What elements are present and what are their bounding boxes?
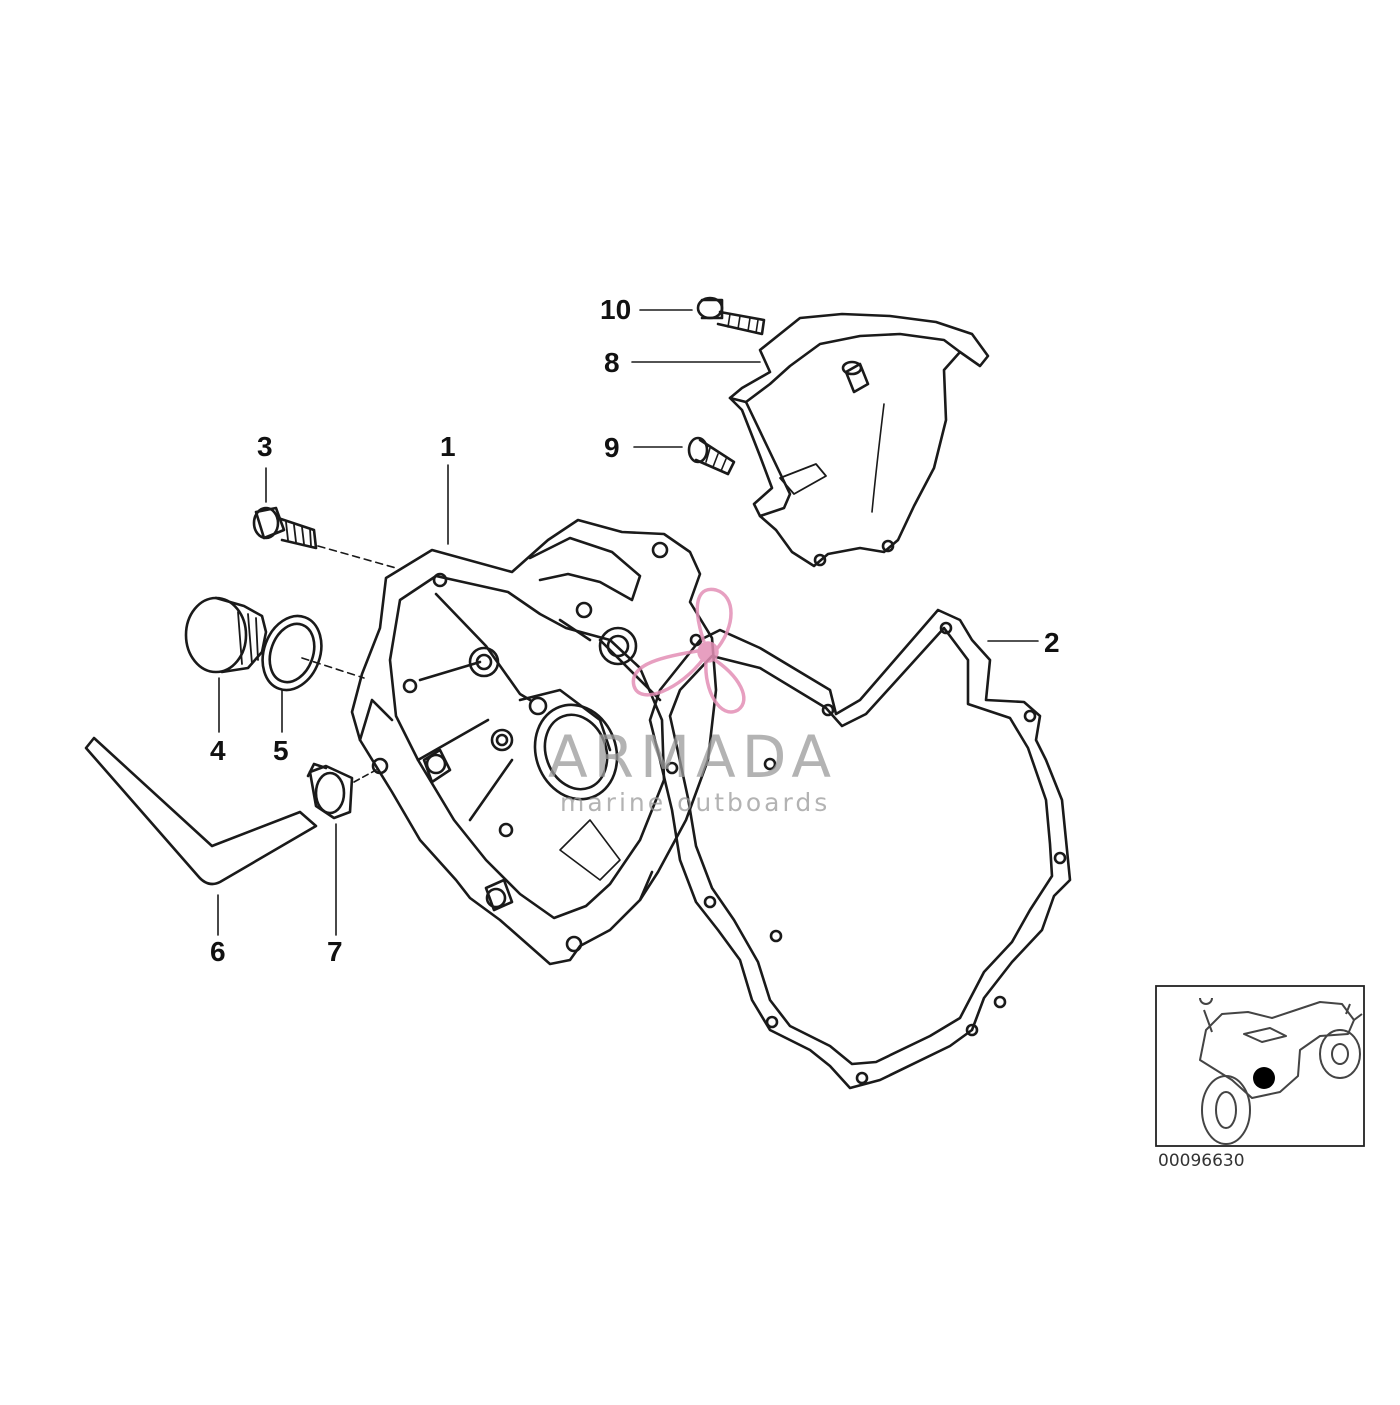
- part-9-screw: [687, 436, 736, 476]
- motorcycle-locator-icon: [1199, 997, 1363, 1145]
- locator-marker: [1253, 1067, 1275, 1089]
- callout-1: 1: [440, 431, 456, 462]
- callout-7: 7: [327, 936, 343, 967]
- part-1-housing-cover: [350, 518, 718, 966]
- part-8-guard: [728, 312, 990, 568]
- callout-9: 9: [604, 432, 620, 463]
- part-3-bolt: [252, 506, 318, 550]
- watermark-tagline: marine outboards: [560, 788, 831, 817]
- callout-4: 4: [210, 735, 226, 766]
- part-5-o-ring: [261, 614, 323, 692]
- part-10-screw: [696, 296, 766, 336]
- callout-8: 8: [604, 347, 620, 378]
- diagram-number: 00096630: [1158, 1151, 1245, 1171]
- part-2-gasket: [648, 608, 1072, 1090]
- leader-lines: [217, 309, 1039, 936]
- callout-3: 3: [257, 431, 273, 462]
- watermark-brand: ARMADA: [548, 723, 838, 791]
- part-6-hose: [84, 736, 318, 886]
- part-4-plug: [184, 596, 268, 674]
- part-7-clamp: [306, 762, 354, 820]
- callout-10: 10: [600, 294, 632, 325]
- callout-5: 5: [273, 735, 289, 766]
- callout-6: 6: [210, 936, 226, 967]
- propeller-logo-icon: [631, 587, 746, 714]
- locator-inset: [1155, 985, 1365, 1147]
- callout-2: 2: [1044, 627, 1060, 658]
